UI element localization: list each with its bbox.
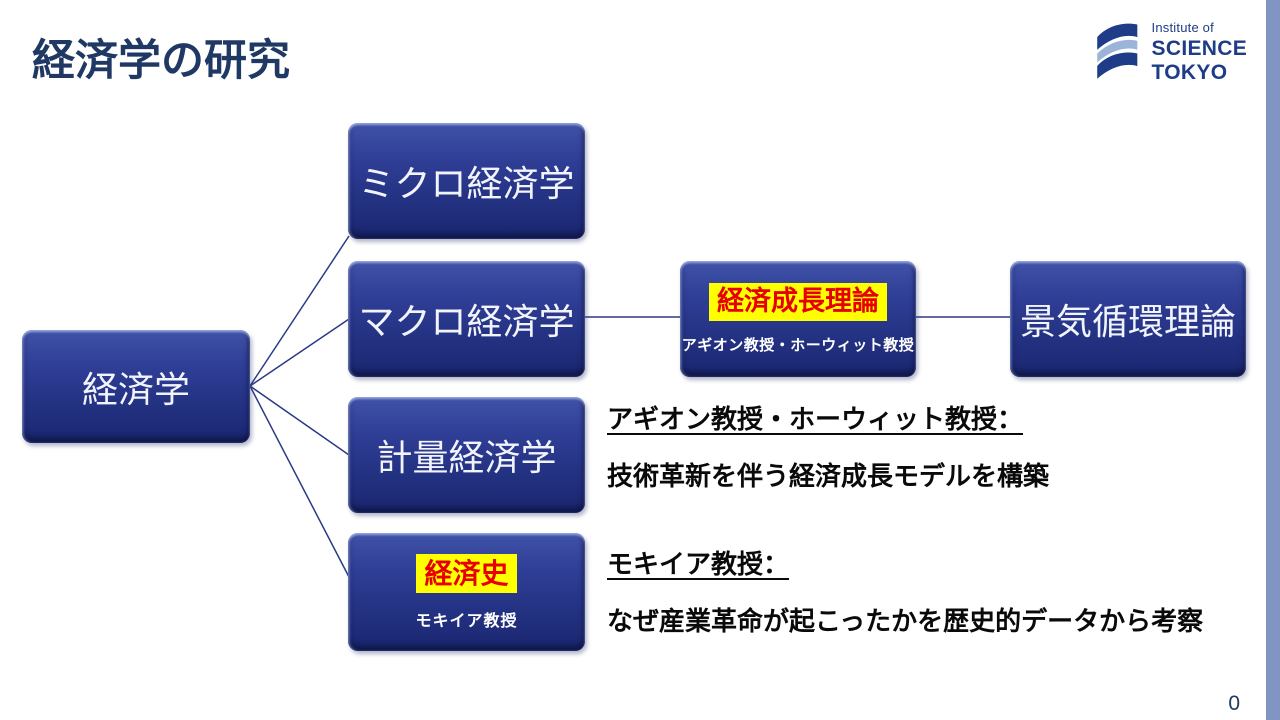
annotation-mokyr: モキイア教授： なぜ産業革命が起こったかを歴史的データから考察 (607, 544, 1203, 638)
page-title: 経済学の研究 (32, 37, 290, 85)
connector-root-econometrics (249, 385, 350, 456)
logo-science: SCIENCE (1151, 37, 1247, 60)
annotation-aghion-howitt: アギオン教授・ホーウィット教授： 技術革新を伴う経済成長モデルを構築 (607, 399, 1049, 493)
node-business-cycle-theory: 景気循環理論 (1010, 261, 1246, 377)
node-microeconomics-label: ミクロ経済学 (358, 163, 575, 204)
annotation-mokyr-body: なぜ産業革命が起こったかを歴史的データから考察 (607, 606, 1204, 636)
connector-root-macro (249, 318, 350, 387)
slide-accent-bar (1266, 0, 1280, 720)
node-growth-theory-professors: アギオン教授・ホーウィット教授 (681, 336, 915, 354)
node-macroeconomics: マクロ経済学 (348, 261, 585, 377)
node-economic-history: 経済史 モキイア教授 (348, 533, 585, 651)
logo-text: Institute of SCIENCE TOKYO (1152, 12, 1247, 83)
node-growth-theory-highlight: 経済成長理論 (709, 283, 887, 321)
node-econometrics: 計量経済学 (348, 397, 585, 513)
node-growth-theory: 経済成長理論 アギオン教授・ホーウィット教授 (680, 261, 916, 377)
logo-tokyo: TOKYO (1151, 61, 1228, 84)
annotation-aghion-howitt-heading: アギオン教授・ホーウィット教授： (607, 404, 1024, 434)
annotation-aghion-howitt-body: 技術革新を伴う経済成長モデルを構築 (607, 461, 1050, 491)
node-business-cycle-theory-label: 景気循環理論 (1019, 301, 1236, 342)
page-number: 0 (1228, 692, 1240, 715)
connector-root-history (249, 385, 350, 578)
node-macroeconomics-label: マクロ経済学 (358, 301, 575, 342)
annotation-mokyr-heading: モキイア教授： (607, 549, 790, 579)
node-economic-history-highlight: 経済史 (416, 553, 517, 593)
node-economic-history-professor: モキイア教授 (415, 612, 518, 630)
node-economics-label: 経済学 (81, 368, 190, 410)
logo-institute-of: Institute of (1151, 20, 1214, 35)
science-tokyo-logo-icon (1097, 23, 1138, 79)
node-microeconomics: ミクロ経済学 (348, 123, 585, 239)
node-econometrics-label: 計量経済学 (376, 437, 557, 478)
connector-root-micro (249, 235, 350, 387)
science-tokyo-logo: Institute of SCIENCE TOKYO (1095, 12, 1247, 90)
node-economics: 経済学 (22, 330, 250, 443)
